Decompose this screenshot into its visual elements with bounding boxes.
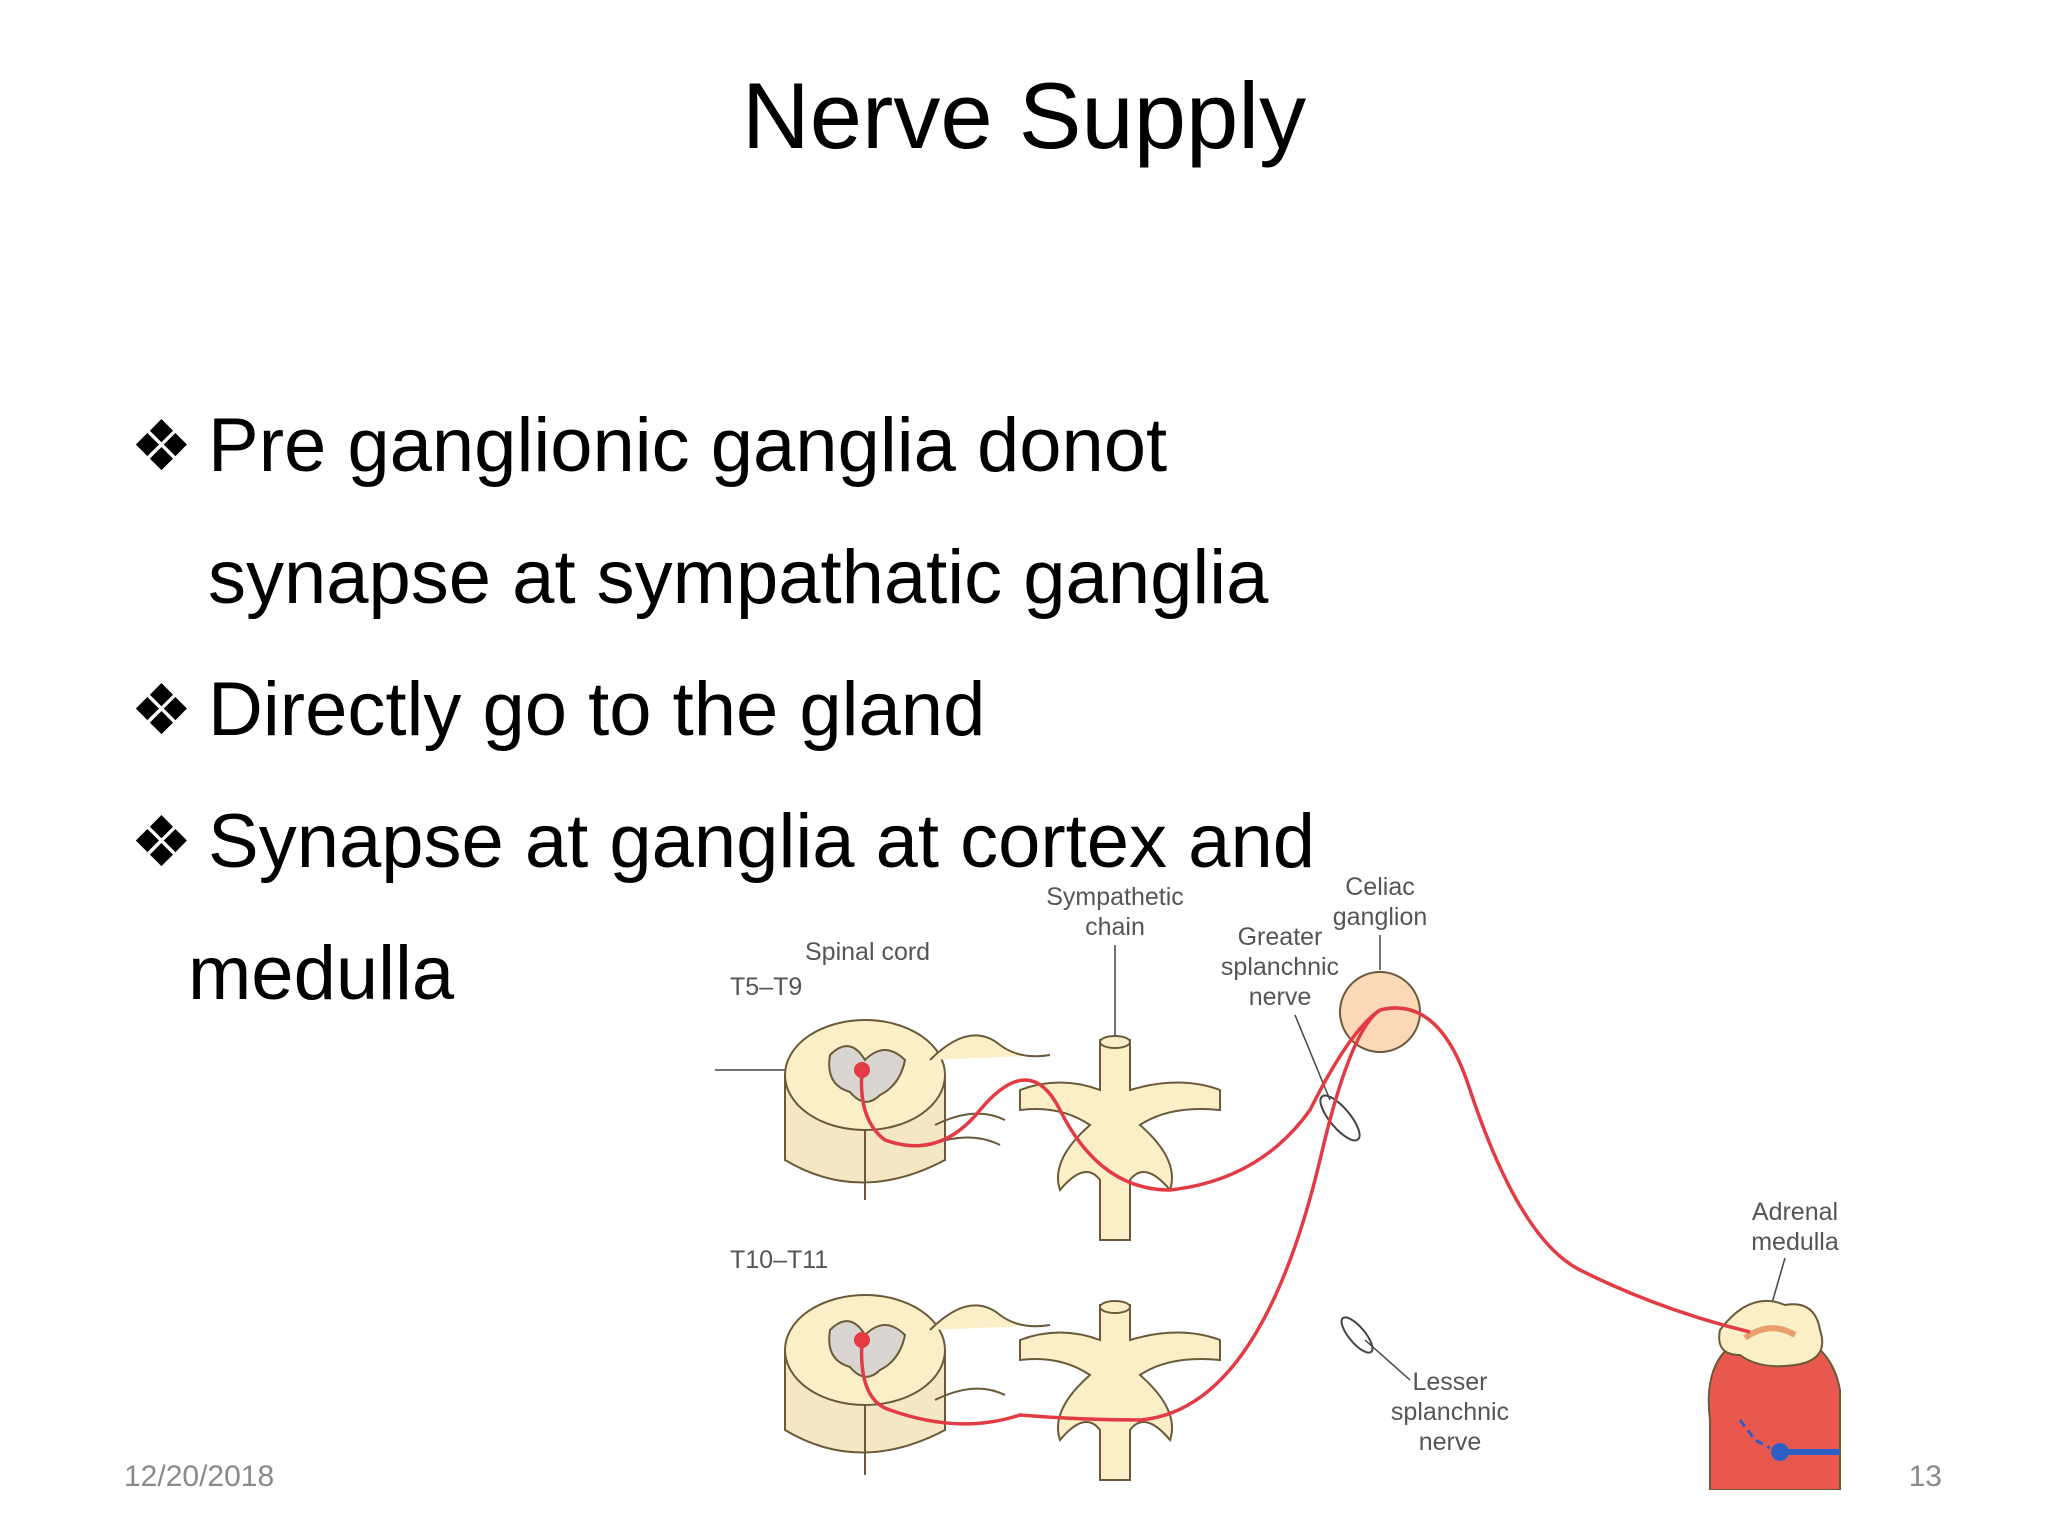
neuron-cell-body [854,1062,870,1078]
label-lesser-splanchnic: Lesser [1412,1368,1487,1396]
label-sympathetic-chain: chain [1085,913,1145,941]
footer-date: 12/20/2018 [124,1460,275,1493]
four-diamond-bullet-icon: ❖ [130,407,193,485]
nerve-supply-diagram: Spinal cord T5–T9 T10–T11 Sympathetic ch… [715,873,1841,1490]
neuron-cell-body [854,1332,870,1348]
label-t5-t9: T5–T9 [730,973,802,1001]
bullet-line: synapse at sympathatic ganglia [208,535,1269,620]
bullet-item: ❖ Synapse at ganglia at cortex and medul… [130,776,1430,1040]
label-greater-splanchnic: nerve [1249,983,1312,1011]
label-sympathetic-chain: Sympathetic [1046,883,1184,911]
label-celiac-ganglion: Celiac [1345,873,1414,901]
four-diamond-bullet-icon: ❖ [130,803,193,881]
preganglionic-fibers [859,1006,1751,1426]
lesser-splanchnic-ring [1340,1316,1374,1354]
bullet-list: ❖ Pre ganglionic ganglia donot synapse a… [130,380,1430,1040]
sympathetic-chain-lower [1019,1300,1221,1481]
bullet-line: Directly go to the gland [208,667,986,752]
label-lesser-splanchnic: splanchnic [1391,1398,1509,1426]
label-adrenal-medulla: medulla [1751,1228,1839,1256]
bullet-line: Pre ganglionic ganglia donot [208,403,1168,488]
four-diamond-bullet-icon: ❖ [130,671,193,749]
label-greater-splanchnic: splanchnic [1221,953,1339,981]
label-t10-t11: T10–T11 [730,1246,828,1274]
footer-page-number: 13 [1908,1460,1942,1493]
bullet-item: ❖ Directly go to the gland [130,644,1430,776]
label-adrenal-medulla: Adrenal [1752,1198,1838,1226]
spinal-cord-lower [784,1294,1051,1475]
adrenal-kidney [1707,1299,1841,1490]
slide-title: Nerve Supply [741,63,1307,168]
label-greater-splanchnic: Greater [1238,923,1323,951]
bullet-item: ❖ Pre ganglionic ganglia donot synapse a… [130,380,1430,644]
bullet-line: medulla [188,931,455,1016]
label-spinal-cord: Spinal cord [805,938,930,966]
label-lesser-splanchnic: nerve [1419,1428,1482,1456]
spinal-cord-upper [784,1019,1051,1200]
label-celiac-ganglion: ganglion [1333,903,1428,931]
greater-splanchnic-ring [1319,1094,1361,1142]
bullet-line: Synapse at ganglia at cortex and [208,799,1315,884]
sympathetic-chain-upper [1019,1035,1221,1241]
